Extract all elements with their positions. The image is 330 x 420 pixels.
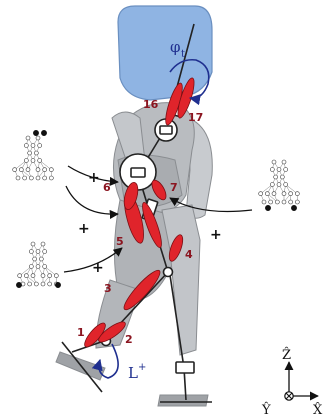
hip-actuator [131,168,145,177]
rear-ankle-actuator [176,362,194,373]
neural-network-icon [16,242,60,288]
plus-sign-2: + [78,221,90,237]
leg-length-superscript: + [138,362,146,373]
muscle-label-4: 4 [185,248,193,261]
leg-length-symbol: L [128,364,138,382]
muscle-label-7: 7 [170,181,178,194]
plus-sign-4: + [210,227,222,243]
muscle-label-5: 5 [116,235,124,248]
torso-angle-subscript: t [181,49,185,60]
muscle-label-16: 16 [143,98,159,111]
axis-label-x: X̂ [313,402,323,418]
neural-network-icon [259,160,300,211]
muscle-label-2: 2 [125,333,133,346]
axis-label-y: Ŷ [261,402,271,418]
muscle-label-3: 3 [104,282,112,295]
neural-network-icon [13,130,54,180]
muscle-label-1: 1 [77,326,85,339]
leg-length-annotation: L + [99,344,146,382]
coordinate-axes: Ẑ Ŷ X̂ [261,347,323,418]
muscle-label-6: 6 [103,181,111,194]
axis-label-z: Ẑ [282,347,291,363]
neck-actuator [160,126,172,134]
knee-joint [164,268,173,277]
head-shell [118,6,212,100]
plus-sign-1: + [88,170,100,186]
torso-angle-symbol: φ [170,38,181,56]
into-page-icon [285,392,293,400]
muscle-label-17: 17 [188,111,203,124]
plus-sign-3: + [92,260,104,276]
